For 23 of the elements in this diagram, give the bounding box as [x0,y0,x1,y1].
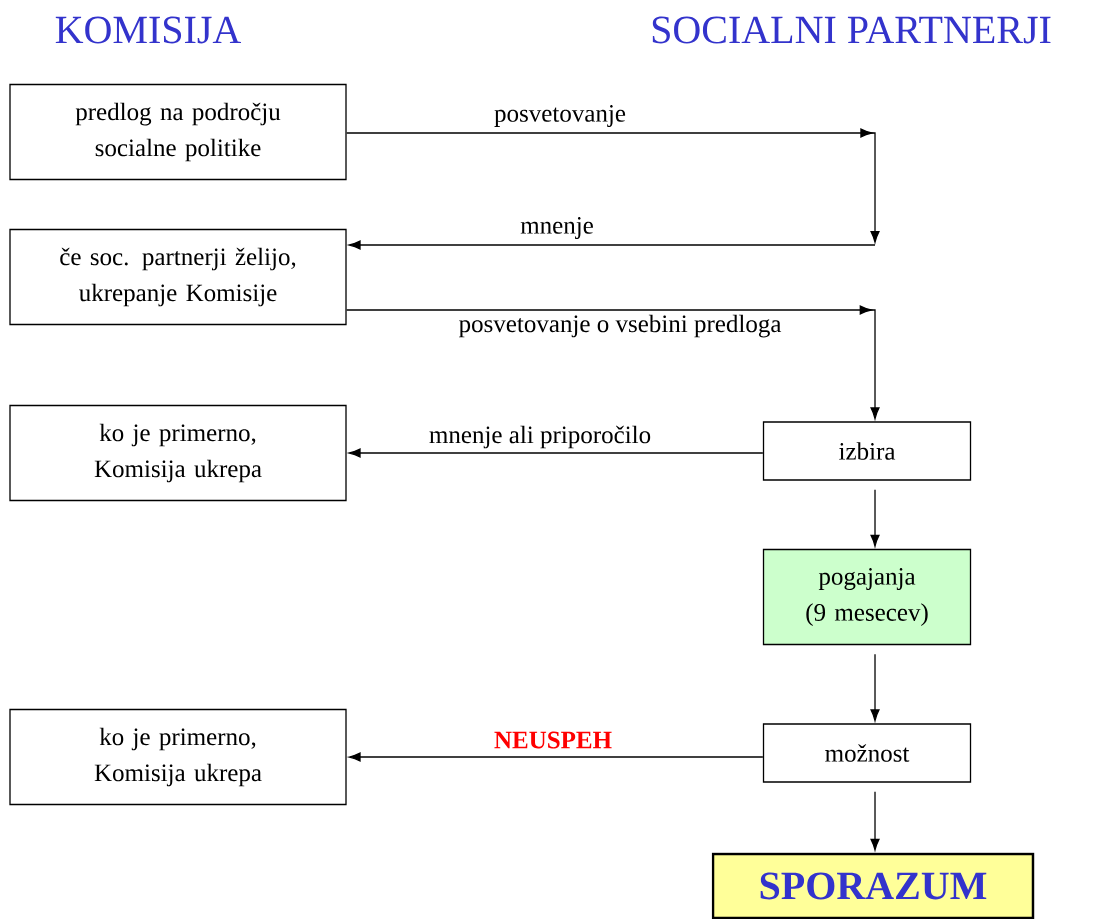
result-box: SPORAZUM [711,852,1035,919]
process-box: izbira [762,421,972,481]
edge-label: mnenje [519,216,595,240]
edge-label: posvetovanje o vsebini predloga [457,313,783,339]
arrow [346,305,880,420]
edge-label: posvetovanje [493,104,627,128]
arrow [348,448,764,458]
process-box: možnost [762,723,972,783]
edge-label: NEUSPEH [492,730,614,750]
arrow [870,489,880,547]
arrow [346,128,880,243]
arrow [348,752,764,762]
edge-label: mnenje ali priporočilo [427,424,653,450]
process-box: ko je primerno, Komisija ukrepa [9,708,347,806]
process-box: pogajanja (9 mesecev) [762,548,972,646]
process-box: ko je primerno, Komisija ukrepa [9,404,347,502]
column-heading: KOMISIJA [55,16,241,44]
arrow [348,240,876,250]
arrow [870,653,880,722]
arrow [870,791,880,851]
column-heading: SOCIALNI PARTNERJI [652,16,1051,44]
process-box: če soc. partnerji želijo, ukrepanje Komisije [9,228,347,326]
process-box: predlog na področju socialne politike [9,83,347,181]
